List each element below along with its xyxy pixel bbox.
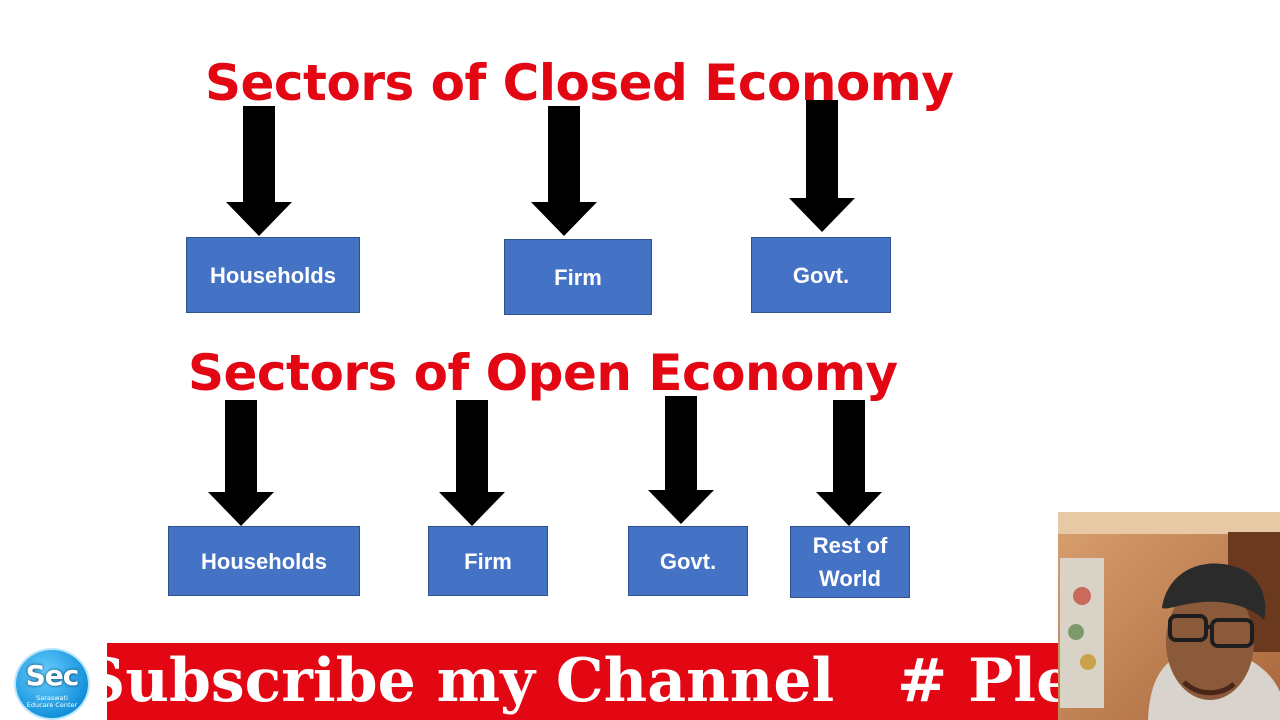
open-govt-label: Govt. bbox=[659, 548, 717, 574]
open-economy-title: Sectors of Open Economy bbox=[188, 344, 898, 402]
open-govt-box: Govt. bbox=[628, 526, 748, 596]
closed-firm-box: Firm bbox=[504, 239, 652, 315]
down-arrow-open-households bbox=[208, 400, 274, 526]
closed-households-label: Households bbox=[210, 262, 336, 288]
closed-firm-label: Firm bbox=[554, 264, 602, 290]
down-arrow-closed-firm bbox=[531, 106, 597, 236]
down-arrow-closed-govt bbox=[789, 100, 855, 232]
down-arrow-open-rest-of-world bbox=[816, 400, 882, 526]
webcam-image bbox=[1058, 512, 1280, 720]
open-households-label: Households bbox=[201, 548, 327, 574]
channel-logo-subtext-line2: Educare Center bbox=[26, 701, 78, 710]
channel-logo-subtext-line1: Saraswati bbox=[36, 694, 68, 702]
closed-economy-title: Sectors of Closed Economy bbox=[205, 54, 954, 112]
down-arrow-open-firm bbox=[439, 400, 505, 526]
subscribe-banner-text: Subscribe my Channel # Please S bbox=[107, 646, 1058, 716]
subscribe-banner: Subscribe my Channel # Please S bbox=[107, 643, 1058, 720]
open-firm-label: Firm bbox=[464, 548, 512, 574]
open-firm-box: Firm bbox=[428, 526, 548, 596]
open-rest-of-world-box: Rest of World bbox=[790, 526, 910, 598]
channel-logo-text: Sec bbox=[25, 659, 80, 692]
open-households-box: Households bbox=[168, 526, 360, 596]
channel-logo-subtext: Saraswati Educare Center bbox=[16, 694, 88, 710]
down-arrow-open-govt bbox=[648, 396, 714, 524]
closed-households-box: Households bbox=[186, 237, 360, 313]
channel-logo: Sec Saraswati Educare Center bbox=[14, 648, 90, 720]
down-arrow-closed-households bbox=[226, 106, 292, 236]
closed-govt-label: Govt. bbox=[792, 262, 850, 288]
open-rest-of-world-label: Rest of World bbox=[812, 533, 888, 591]
closed-govt-box: Govt. bbox=[751, 237, 891, 313]
webcam-overlay bbox=[1058, 512, 1280, 720]
